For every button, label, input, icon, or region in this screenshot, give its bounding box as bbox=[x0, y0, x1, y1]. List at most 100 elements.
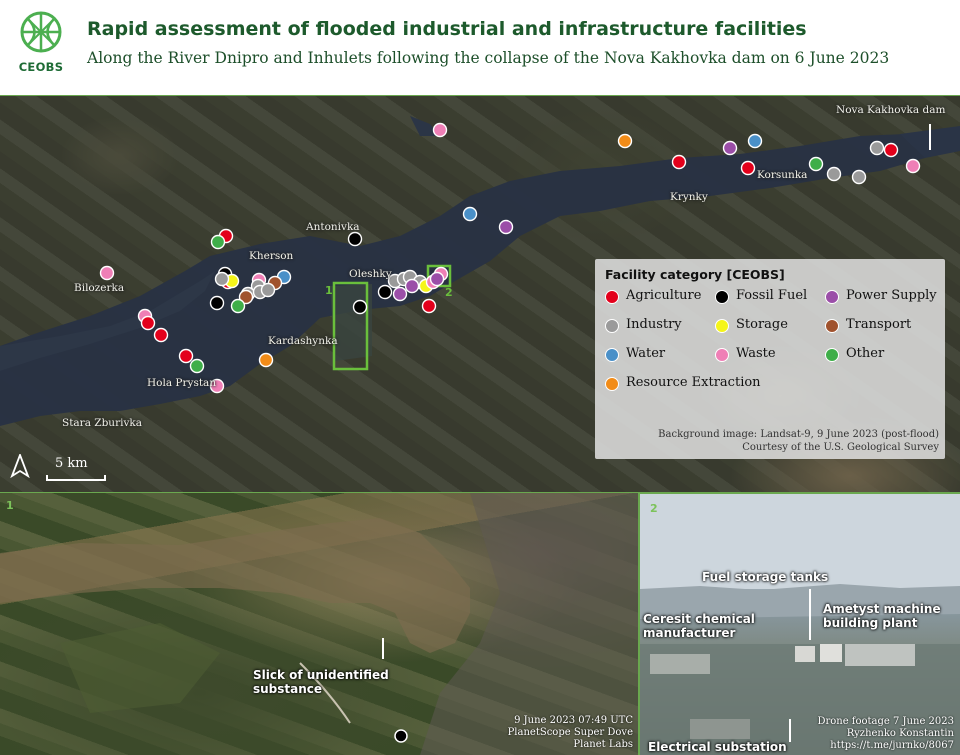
facility-markers bbox=[99, 122, 921, 394]
overview-map: 1 2 Nova Kakhovka dam Korsunka Krynky An… bbox=[0, 96, 960, 493]
legend-label-transport: Transport bbox=[846, 317, 912, 332]
panel1-number: 1 bbox=[6, 499, 14, 512]
panel-divider bbox=[638, 493, 640, 755]
facility-marker-industry bbox=[869, 140, 885, 156]
inset-2-box bbox=[426, 264, 452, 288]
tank-2 bbox=[820, 644, 842, 662]
factory-building bbox=[845, 644, 915, 666]
legend-label-storage: Storage bbox=[736, 317, 788, 332]
inset-1-box bbox=[332, 281, 369, 371]
panel1-svg bbox=[0, 493, 639, 755]
facility-marker-transport bbox=[238, 289, 254, 305]
tank-1 bbox=[795, 646, 815, 662]
panel2-credit: Drone footage 7 June 2023 Ryzhenko Konst… bbox=[817, 716, 954, 752]
facility-marker-water bbox=[747, 133, 763, 149]
place-stara-zburivka: Stara Zburivka bbox=[62, 417, 143, 429]
horizon-haze bbox=[640, 494, 960, 589]
slick-annotation-line2: substance bbox=[253, 682, 323, 696]
legend-swatch-water bbox=[605, 348, 619, 362]
facility-marker-power-supply bbox=[404, 278, 420, 294]
legend-label-other: Other bbox=[846, 346, 885, 361]
facility-marker-fossil-fuel bbox=[352, 299, 368, 315]
ceresit-line2: manufacturer bbox=[643, 626, 736, 640]
facility-marker-water bbox=[462, 206, 478, 222]
panel2-credit-line2: Ryzhenko Konstantin bbox=[846, 728, 954, 739]
fuel-storage-label: Fuel storage tanks bbox=[702, 570, 829, 584]
urban-area bbox=[420, 493, 639, 755]
facility-marker-agriculture bbox=[178, 348, 194, 364]
legend-swatch-power-supply bbox=[825, 290, 839, 304]
legend-credit-line1: Background image: Landsat-9, 9 June 2023… bbox=[658, 429, 939, 440]
facility-marker-other bbox=[230, 298, 246, 314]
ceresit-label: Ceresit chemical manufacturer bbox=[643, 612, 755, 640]
substation bbox=[690, 719, 750, 739]
place-bilozerka: Bilozerka bbox=[74, 282, 125, 294]
inset-panel-drone-photo: 2 Fuel storage tanks Ceresit chemical ma… bbox=[640, 494, 960, 755]
legend-swatch-other bbox=[825, 348, 839, 362]
field-patches bbox=[60, 623, 220, 713]
flood-water-panel1 bbox=[0, 518, 470, 653]
place-nova-kakhovka-dam: Nova Kakhovka dam bbox=[836, 104, 946, 116]
facility-marker-resource-extraction bbox=[258, 352, 274, 368]
ceobs-logo: CEOBS bbox=[12, 10, 70, 80]
facility-marker-fossil-fuel bbox=[209, 295, 225, 311]
legend-swatch-fossil-fuel bbox=[715, 290, 729, 304]
north-bank-river bbox=[410, 116, 440, 136]
facility-marker-waste bbox=[905, 158, 921, 174]
facility-marker-resource-extraction bbox=[617, 133, 633, 149]
place-korsunka: Korsunka bbox=[757, 169, 808, 181]
facility-marker-other bbox=[808, 156, 824, 172]
facility-marker-waste bbox=[209, 378, 225, 394]
ametyst-label: Ametyst machine building plant bbox=[823, 602, 941, 630]
slick-annotation: Slick of unidentified substance bbox=[253, 668, 389, 696]
legend-label-industry: Industry bbox=[626, 317, 682, 332]
legend-label-water: Water bbox=[626, 346, 666, 361]
place-krynky: Krynky bbox=[670, 191, 708, 203]
facility-marker-agriculture bbox=[740, 160, 756, 176]
fossil-fuel-marker-panel1 bbox=[394, 729, 408, 743]
legend-credit: Background image: Landsat-9, 9 June 2023… bbox=[658, 428, 939, 454]
facility-marker-power-supply bbox=[722, 140, 738, 156]
scale-label: 5 km bbox=[55, 456, 88, 471]
panel1-credit-line1: 9 June 2023 07:49 UTC bbox=[514, 715, 633, 726]
legend-label-waste: Waste bbox=[736, 346, 776, 361]
legend-label-resource-extraction: Resource Extraction bbox=[626, 375, 761, 390]
facility-marker-industry bbox=[826, 166, 842, 182]
panel2-credit-line1: Drone footage 7 June 2023 bbox=[817, 716, 954, 727]
north-arrow-icon bbox=[10, 454, 30, 478]
ametyst-line2: building plant bbox=[823, 616, 918, 630]
legend-title: Facility category [CEOBS] bbox=[605, 267, 785, 282]
facility-marker-power-supply bbox=[429, 271, 445, 287]
logo-text: CEOBS bbox=[18, 60, 64, 74]
place-kardashynka: Kardashynka bbox=[268, 335, 338, 347]
slick-annotation-line1: Slick of unidentified bbox=[253, 668, 389, 682]
place-kherson: Kherson bbox=[249, 250, 294, 262]
legend-label-power-supply: Power Supply bbox=[846, 288, 937, 303]
river-inhulets bbox=[0, 271, 215, 371]
facility-marker-agriculture bbox=[153, 327, 169, 343]
facility-marker-fossil-fuel bbox=[377, 284, 393, 300]
legend-swatch-waste bbox=[715, 348, 729, 362]
ceresit-building bbox=[650, 654, 710, 674]
road bbox=[299, 662, 351, 724]
place-hola-prystan: Hola Prystan bbox=[147, 377, 217, 389]
inset-2-label: 2 bbox=[445, 286, 453, 299]
facility-marker-waste bbox=[99, 265, 115, 281]
facility-marker-power-supply bbox=[392, 286, 408, 302]
facility-marker-other bbox=[210, 234, 226, 250]
ametyst-line1: Ametyst machine bbox=[823, 602, 941, 616]
panel2-svg bbox=[640, 494, 960, 755]
legend-swatch-resource-extraction bbox=[605, 377, 619, 391]
page-subtitle: Along the River Dnipro and Inhulets foll… bbox=[87, 49, 890, 67]
substation-label: Electrical substation bbox=[648, 740, 787, 754]
map-svg: 1 2 bbox=[0, 116, 960, 426]
panel2-number: 2 bbox=[650, 502, 658, 515]
facility-marker-industry bbox=[214, 271, 230, 287]
page-title: Rapid assessment of flooded industrial a… bbox=[87, 18, 807, 40]
facility-marker-agriculture bbox=[671, 154, 687, 170]
facility-marker-power-supply bbox=[498, 219, 514, 235]
facility-marker-industry bbox=[260, 282, 276, 298]
facility-marker-agriculture bbox=[140, 315, 156, 331]
panel2-credit-line3: https://t.me/jurnko/8067 bbox=[830, 740, 954, 751]
